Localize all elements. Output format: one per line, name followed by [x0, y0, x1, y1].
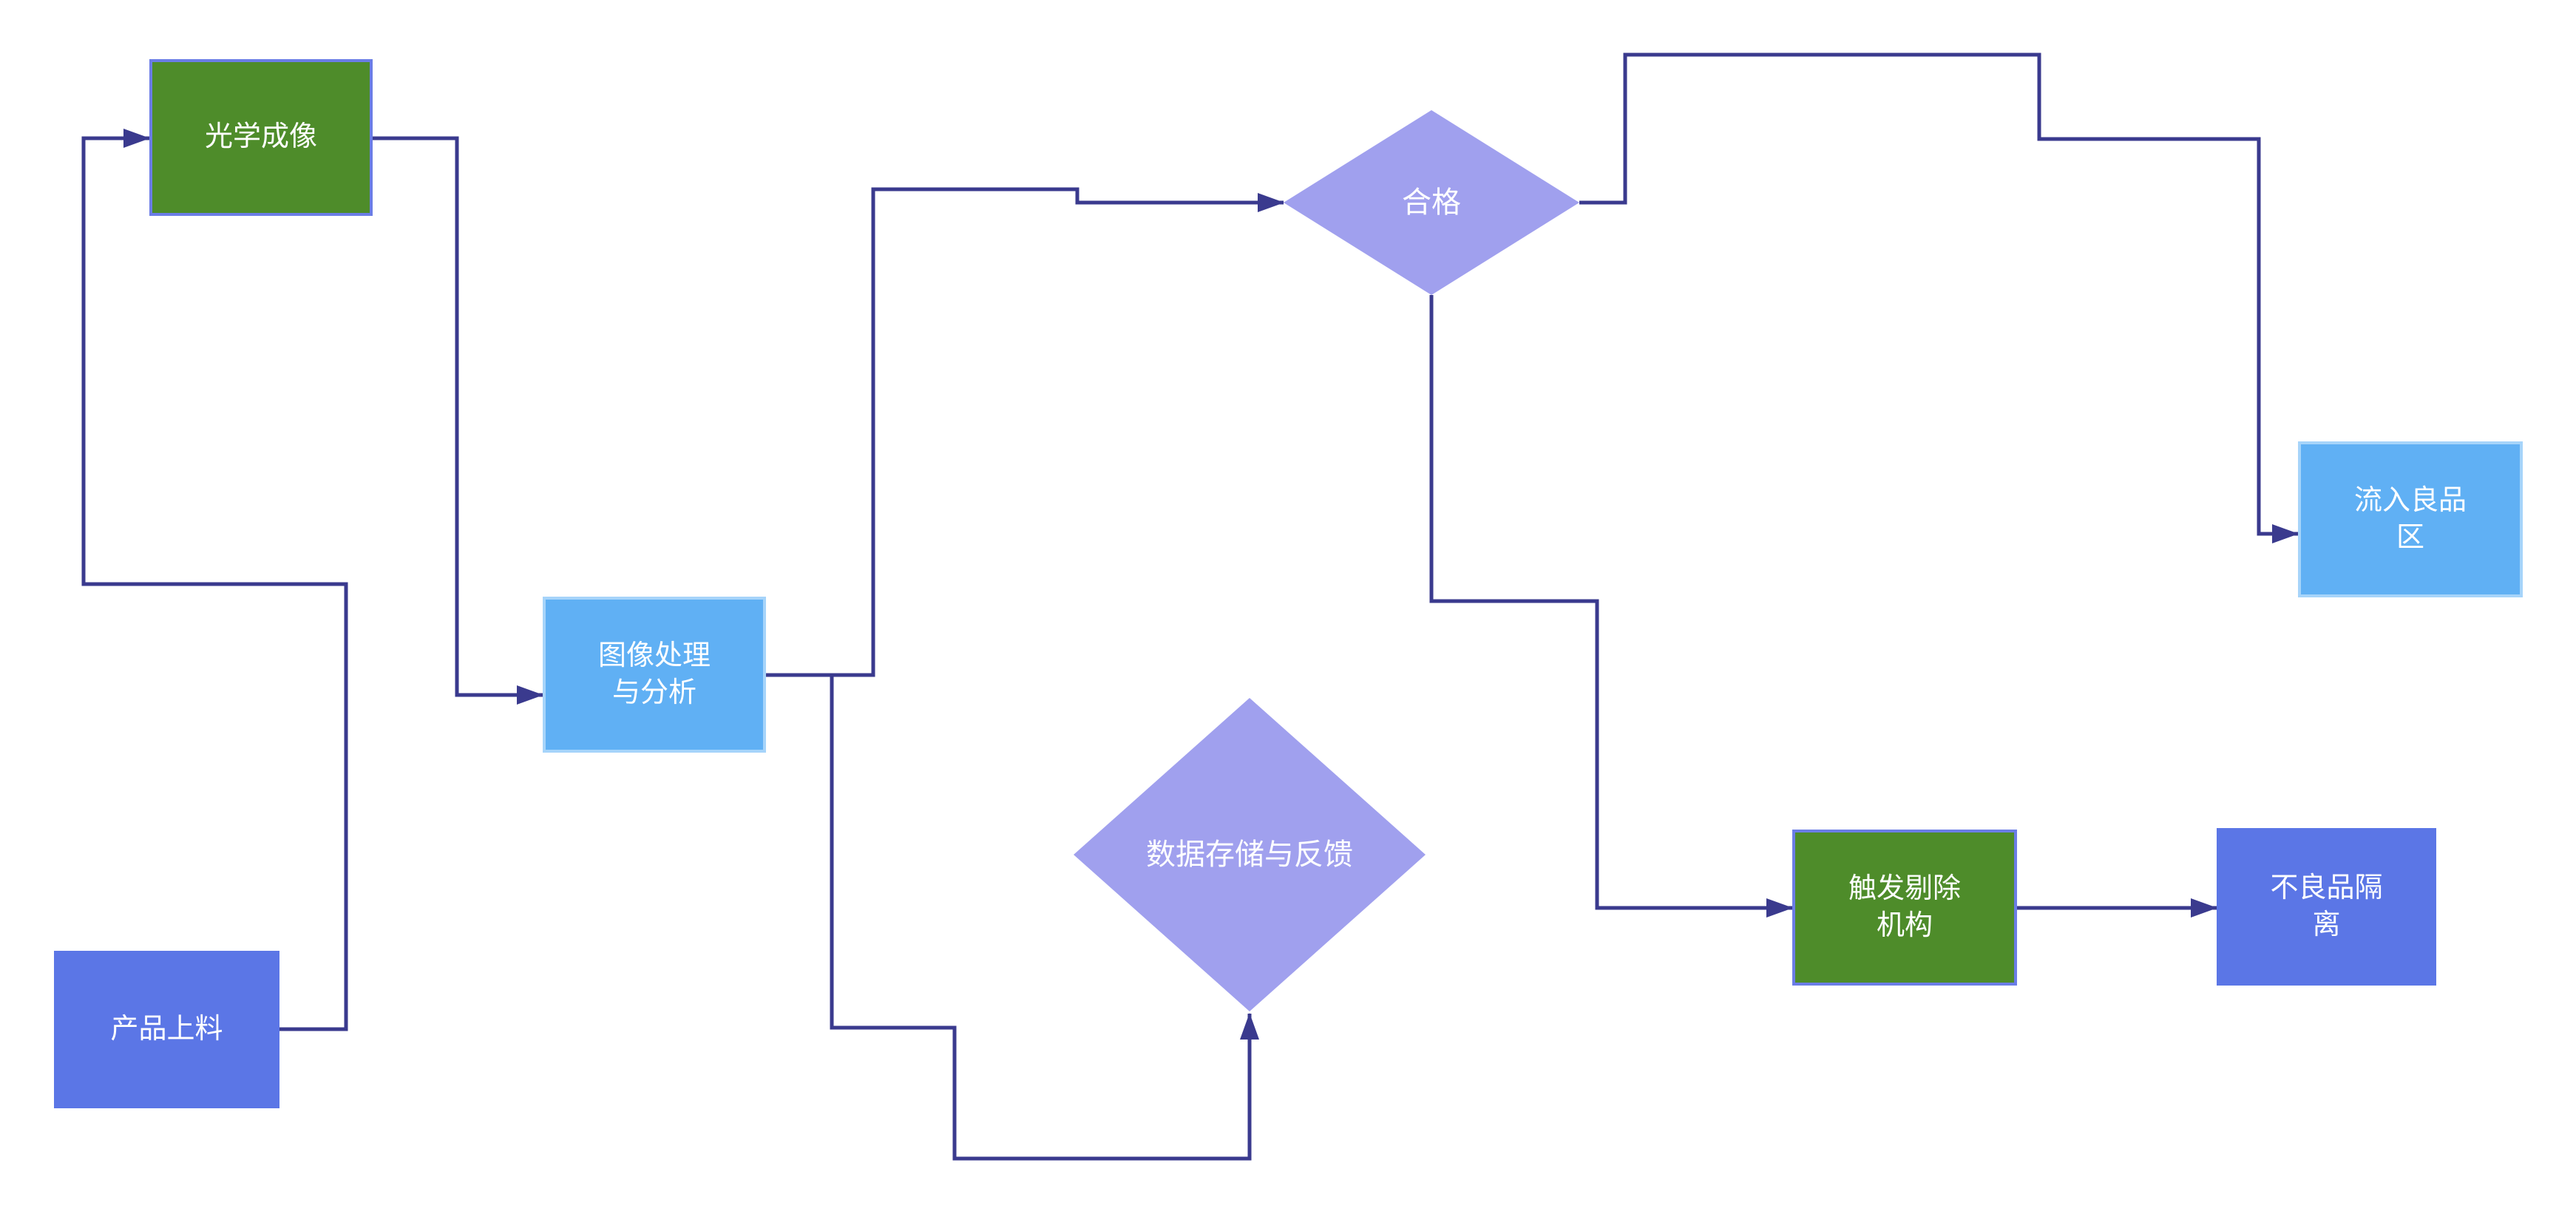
node-product-loading: 产品上料 — [54, 951, 279, 1108]
edge-product-loading-to-optical-imaging — [81, 129, 348, 1031]
node-good-product-zone: 流入良品 区 — [2298, 441, 2523, 597]
edge-qualified-to-good-product-zone — [1579, 52, 2299, 543]
node-optical-imaging: 光学成像 — [149, 59, 373, 216]
edge-qualified-to-reject-trigger — [1429, 295, 1793, 918]
node-defect-isolation: 不良品隔 离 — [2217, 828, 2436, 986]
edge-image-processing-to-data-storage — [830, 674, 1259, 1161]
edge-optical-imaging-to-image-processing — [373, 136, 543, 705]
node-reject-trigger: 触发剔除 机构 — [1792, 830, 2017, 986]
node-image-processing: 图像处理 与分析 — [543, 597, 766, 753]
edge-image-processing-to-qualified — [766, 187, 1284, 677]
